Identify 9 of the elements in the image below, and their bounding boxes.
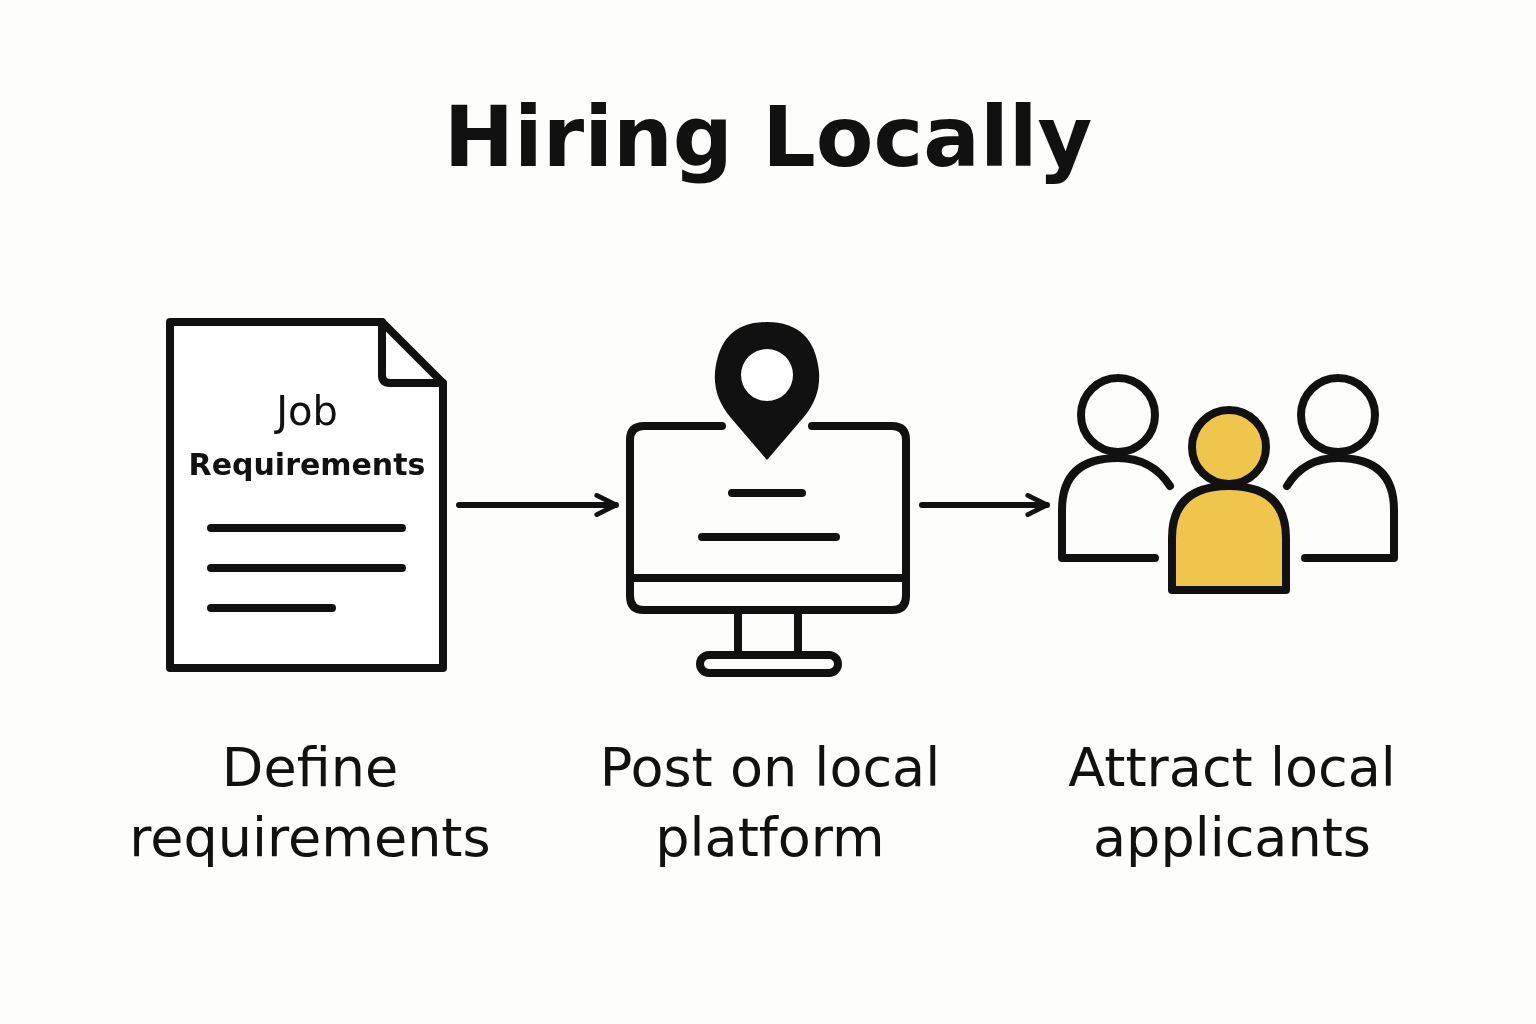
people-icon [1055,372,1401,597]
node-label: Job [273,387,339,435]
step-caption: Attract local applicants [1067,735,1397,871]
step-caption: Post on local platform [598,735,942,871]
title: Hiring Locally [442,87,1094,188]
arrow [919,493,1050,517]
node-label: Requirements [187,447,427,483]
step-caption: Define requirements [128,735,492,871]
arrow [456,493,619,517]
